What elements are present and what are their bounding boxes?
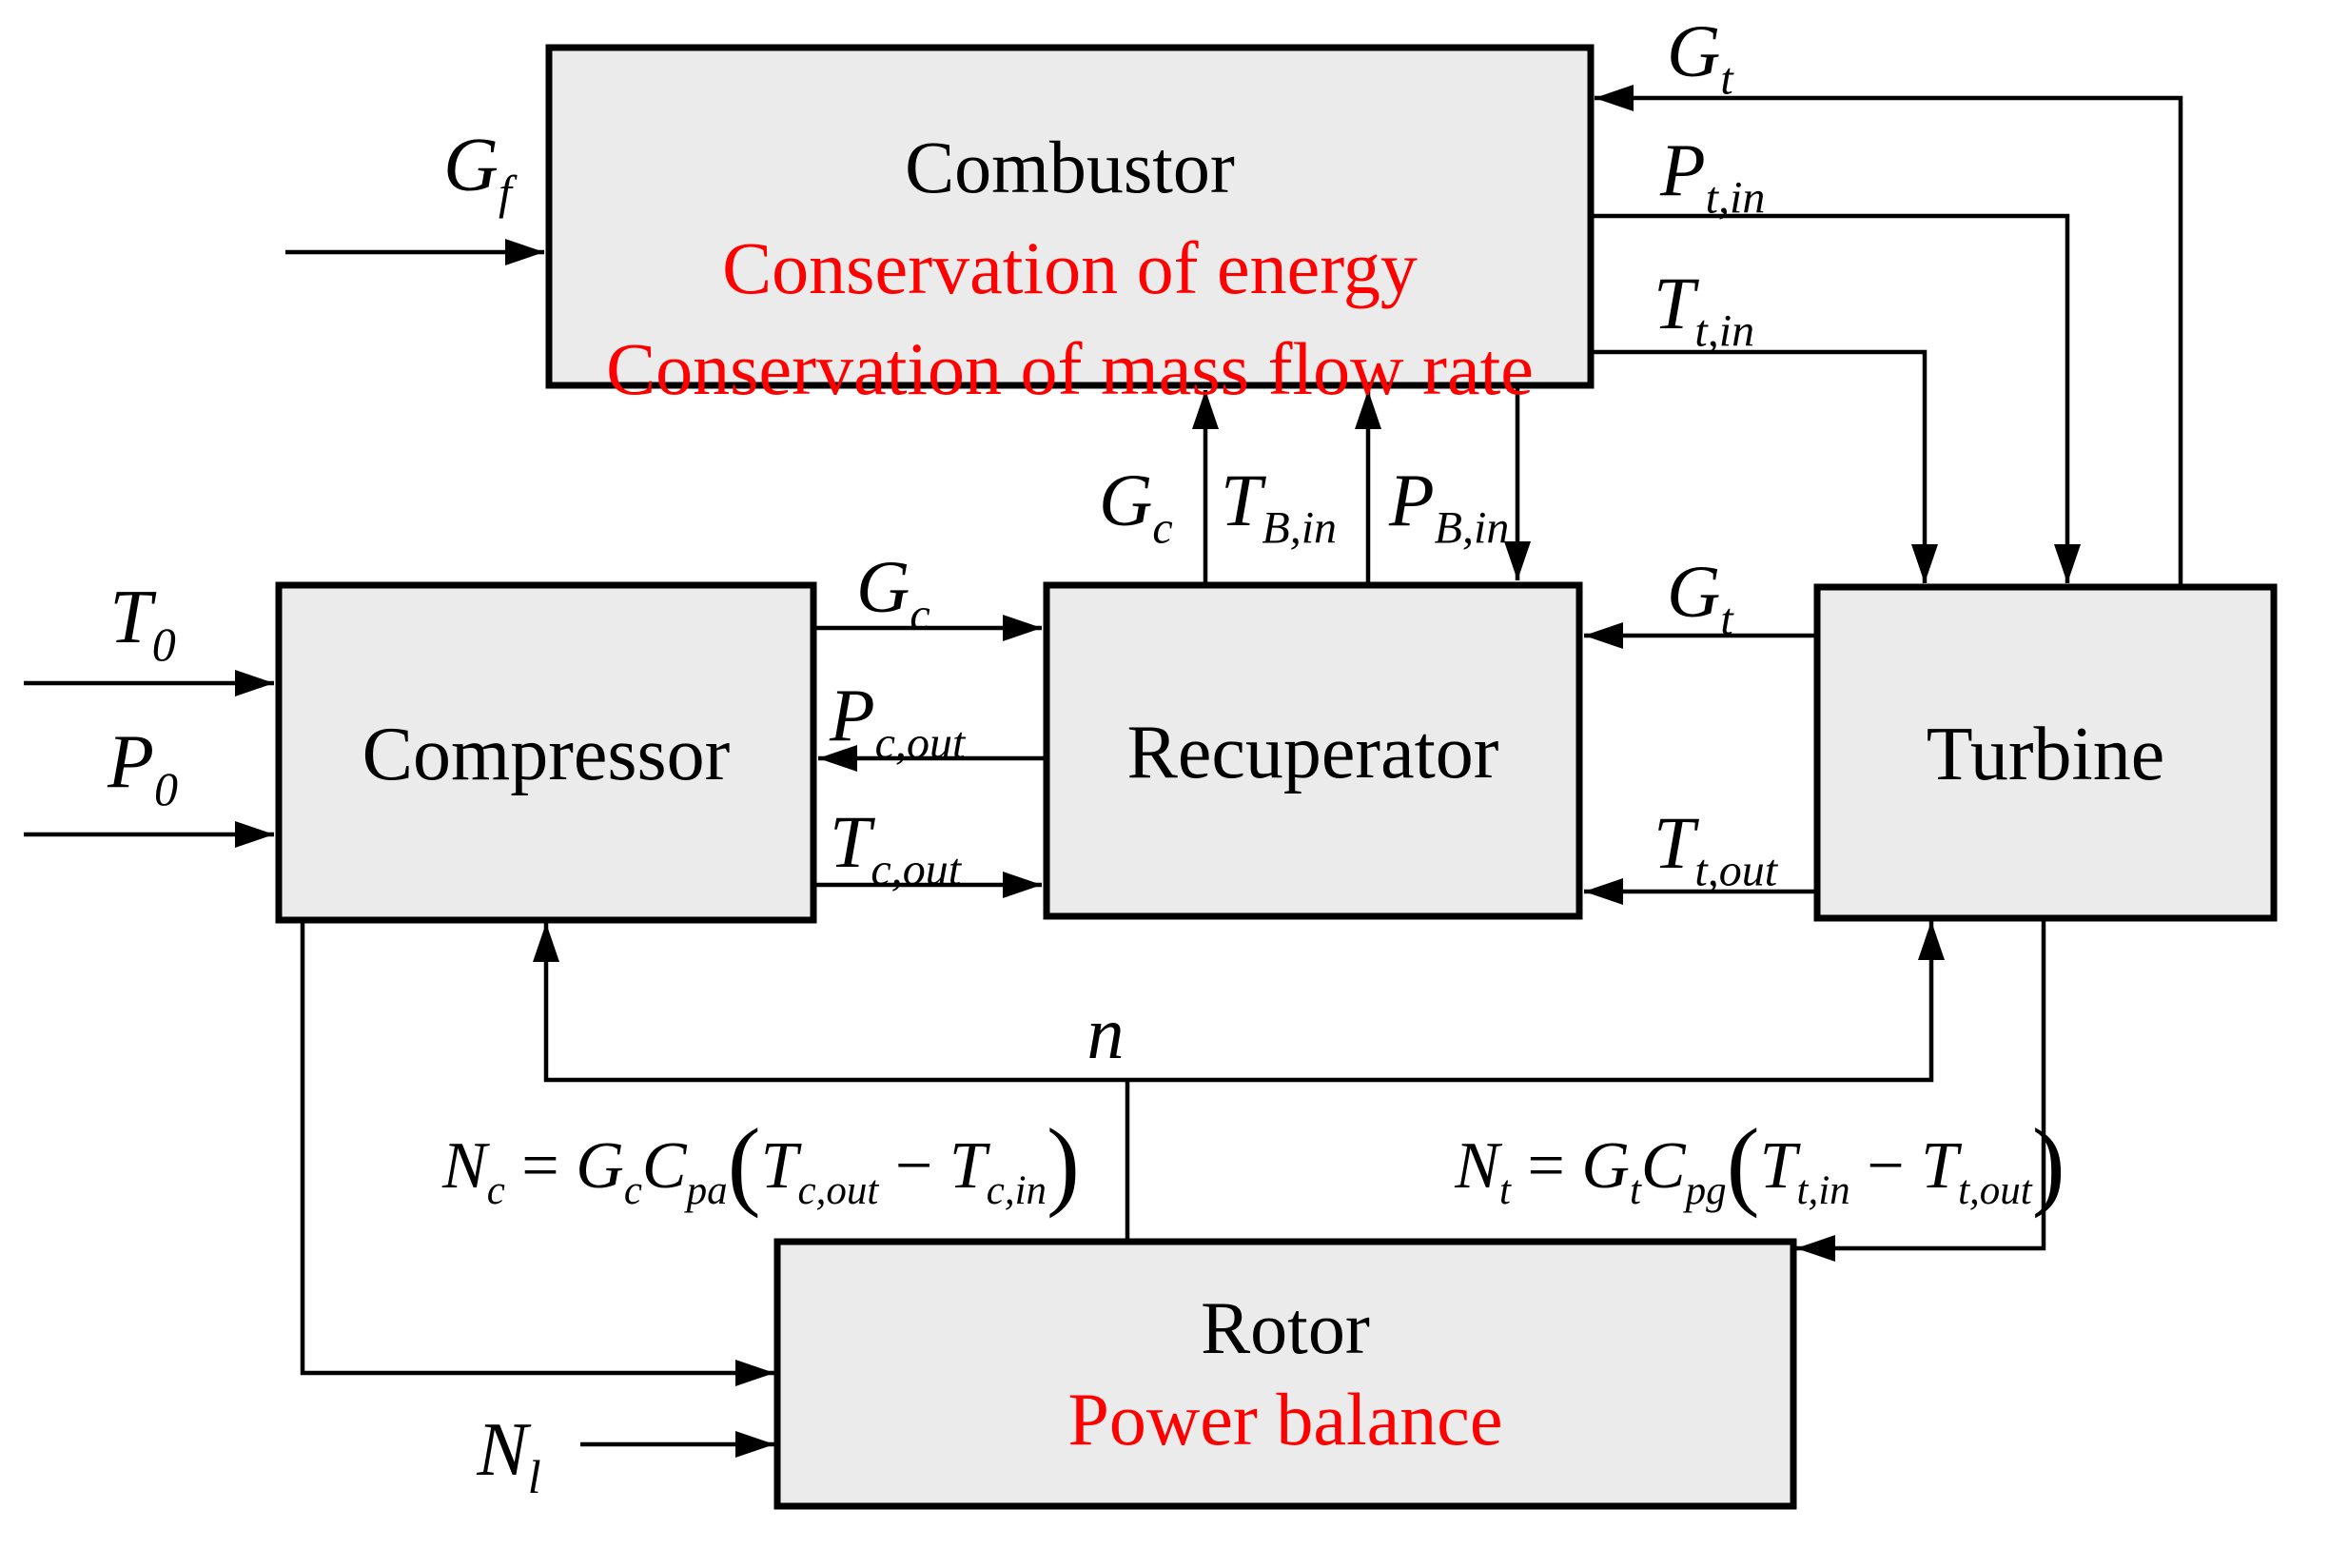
label-pt-in: Pt,in bbox=[1659, 128, 1765, 224]
label-gt-middle: Gt bbox=[1667, 550, 1734, 645]
label-gf: Gf bbox=[443, 124, 518, 219]
box-turbine: Turbine bbox=[1813, 583, 2278, 922]
label-pc-out: Pc,out bbox=[829, 674, 967, 769]
box-compressor-rect bbox=[275, 581, 817, 924]
connector-ptin-combustor-to-turbine bbox=[1591, 213, 2081, 583]
box-recuperator-rect bbox=[1043, 581, 1583, 920]
label-nl: Nl bbox=[476, 1408, 540, 1503]
label-eq-compressor-power: Nc = GcCpa(Tc,out − Tc,in) bbox=[441, 1107, 1080, 1219]
box-combustor-line-2: Conservation of mass flow rate bbox=[606, 327, 1534, 410]
box-rotor-line-1: Power balance bbox=[1068, 1378, 1503, 1460]
box-combustor-line-0: Combustor bbox=[905, 126, 1235, 208]
box-turbine-line-0: Turbine bbox=[1927, 713, 2164, 796]
box-turbine-rect bbox=[1813, 583, 2278, 922]
label-gc-horizontal: Gc bbox=[856, 545, 930, 640]
box-rotor-line-0: Rotor bbox=[1201, 1286, 1370, 1369]
connector-ttin-combustor-to-turbine bbox=[1591, 349, 1938, 583]
label-gt-top: Gt bbox=[1667, 10, 1734, 105]
connector-nt-turbine-to-rotor bbox=[1796, 918, 2046, 1262]
label-tt-out: Tt,out bbox=[1654, 801, 1779, 896]
label-eq-turbine-power: Nt = GtCpg(Tt,in − Tt,out) bbox=[1454, 1107, 2065, 1219]
box-recuperator: Recuperator bbox=[1043, 581, 1583, 920]
label-p0: P0 bbox=[107, 720, 178, 815]
connector-gt-turbine-to-combustor bbox=[1595, 85, 2183, 585]
label-pb-in: PB,in bbox=[1388, 459, 1509, 554]
box-combustor-rect bbox=[545, 44, 1595, 389]
label-tb-in: TB,in bbox=[1221, 459, 1337, 554]
box-rotor-rect bbox=[773, 1238, 1797, 1510]
label-n: n bbox=[1087, 991, 1125, 1074]
connector-nc-compressor-to-rotor bbox=[300, 920, 774, 1386]
connector-n-into-compressor bbox=[533, 923, 1127, 1083]
box-combustor-line-1: Conservation of energy bbox=[722, 226, 1418, 309]
connector-n-into-turbine bbox=[1127, 921, 1945, 1083]
label-t0: T0 bbox=[109, 576, 176, 671]
box-compressor-line-0: Compressor bbox=[362, 713, 731, 796]
label-tt-in: Tt,in bbox=[1654, 262, 1754, 357]
box-recuperator-line-0: Recuperator bbox=[1127, 711, 1499, 794]
connector-layer bbox=[24, 85, 2183, 1458]
box-compressor: Compressor bbox=[275, 581, 817, 924]
label-tc-out: Tc,out bbox=[830, 800, 963, 895]
label-gc-vertical: Gc bbox=[1099, 459, 1173, 554]
